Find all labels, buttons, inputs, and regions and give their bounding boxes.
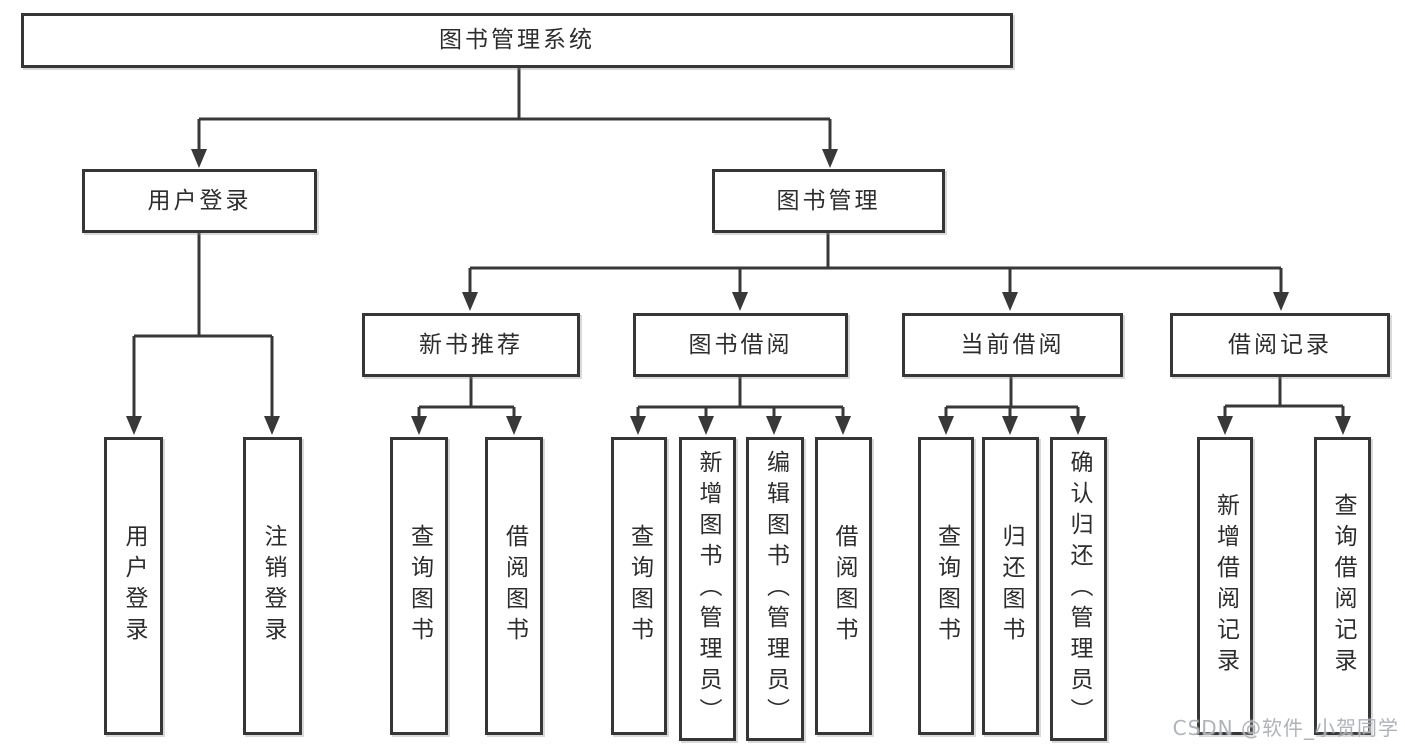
node-borrow-records: 借阅记录 <box>1170 313 1390 377</box>
leaf-bb-edit-books-admin: 编辑图书（管理员） <box>746 437 804 741</box>
leaf-br-add-record: 新增借阅记录 <box>1197 437 1253 735</box>
leaf-logout: 注销登录 <box>243 437 302 735</box>
leaf-bb-add-books-admin-label: 新增图书（管理员） <box>695 449 721 729</box>
node-book-management: 图书管理 <box>712 169 945 233</box>
leaf-br-add-record-label: 新增借阅记录 <box>1212 493 1239 679</box>
node-book-management-label: 图书管理 <box>776 187 881 214</box>
connector-arrowheads <box>126 149 1351 435</box>
leaf-bb-edit-books-admin-label: 编辑图书（管理员） <box>762 449 789 729</box>
leaf-cb-confirm-return-admin-label: 确认归还（管理员） <box>1066 449 1092 729</box>
node-new-book-recommend-label: 新书推荐 <box>419 331 523 358</box>
node-user-login: 用户登录 <box>82 169 317 233</box>
leaf-br-query-record-label: 查询借阅记录 <box>1330 493 1356 679</box>
connector-stems <box>132 68 1345 418</box>
node-book-borrow-label: 图书借阅 <box>688 331 793 358</box>
leaf-cb-return-books-label: 归还图书 <box>998 524 1024 648</box>
leaf-cb-return-books: 归还图书 <box>982 437 1039 735</box>
node-new-book-recommend: 新书推荐 <box>362 313 580 377</box>
node-user-login-label: 用户登录 <box>147 187 252 214</box>
node-root-label: 图书管理系统 <box>439 27 595 53</box>
leaf-user-login-label: 用户登录 <box>121 524 147 648</box>
node-book-borrow: 图书借阅 <box>633 313 848 377</box>
leaf-logout-label: 注销登录 <box>260 524 286 648</box>
leaf-nb-borrow-books-label: 借阅图书 <box>501 524 528 648</box>
leaf-bb-add-books-admin: 新增图书（管理员） <box>679 437 736 741</box>
node-root: 图书管理系统 <box>21 13 1013 68</box>
leaf-bb-borrow-books: 借阅图书 <box>815 437 872 735</box>
leaf-cb-confirm-return-admin: 确认归还（管理员） <box>1050 437 1107 741</box>
leaf-nb-query-books: 查询图书 <box>390 437 448 735</box>
node-current-borrow: 当前借阅 <box>902 313 1123 377</box>
leaf-br-query-record: 查询借阅记录 <box>1314 437 1371 735</box>
node-borrow-records-label: 借阅记录 <box>1228 331 1332 358</box>
leaf-cb-query-books: 查询图书 <box>918 437 974 735</box>
leaf-bb-query-books-label: 查询图书 <box>626 524 653 648</box>
leaf-nb-borrow-books: 借阅图书 <box>485 437 543 735</box>
leaf-user-login: 用户登录 <box>104 437 163 735</box>
leaf-bb-query-books: 查询图书 <box>611 437 667 735</box>
leaf-nb-query-books-label: 查询图书 <box>406 524 433 648</box>
leaf-cb-query-books-label: 查询图书 <box>933 524 960 648</box>
node-current-borrow-label: 当前借阅 <box>960 331 1065 358</box>
leaf-bb-borrow-books-label: 借阅图书 <box>831 524 857 648</box>
